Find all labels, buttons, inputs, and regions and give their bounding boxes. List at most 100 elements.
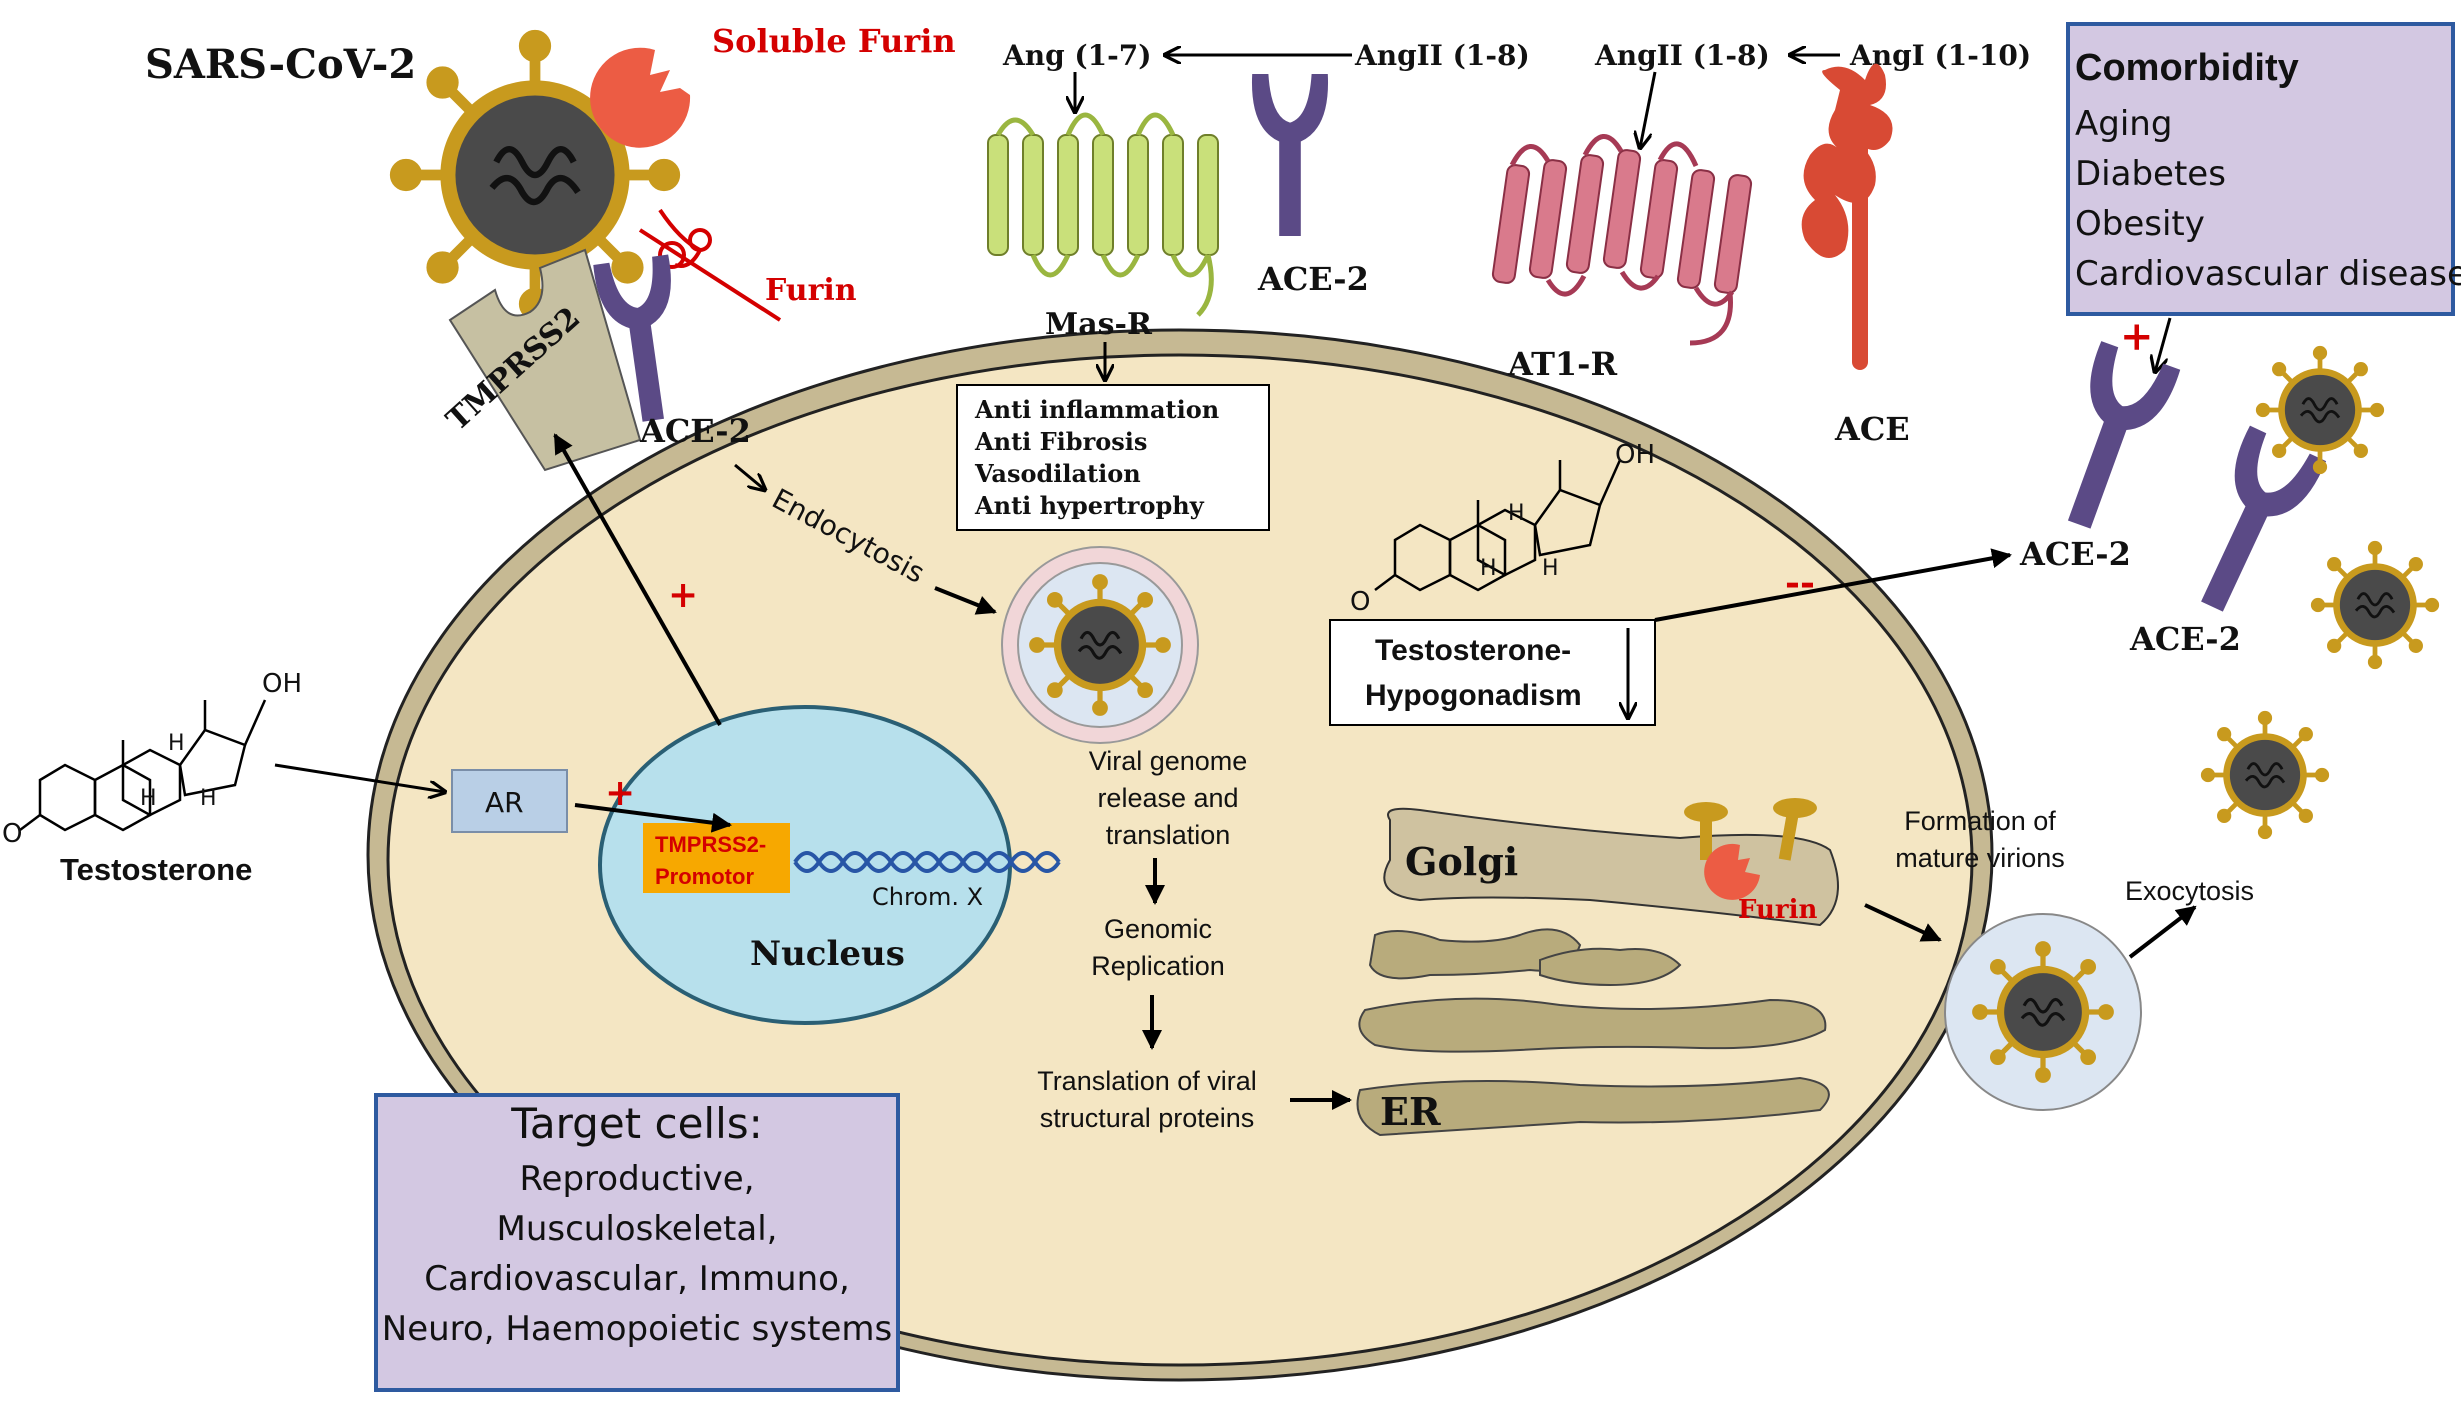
translation-line-0: Translation of viral (1037, 1066, 1257, 1096)
sars-cov2-title: SARS-CoV-2 (145, 41, 416, 88)
target-cells-line-0: Reproductive, (519, 1159, 754, 1199)
hypogonadism-to-ace2-arrow (1654, 548, 2012, 622)
comorbidity-item-1: Diabetes (2075, 154, 2226, 194)
golgi-apparatus (1383, 798, 1839, 927)
angii-right-label: AngII (1-8) (1594, 39, 1770, 72)
ar-plus-sign: + (605, 772, 635, 814)
promoter-line2: Promotor (655, 864, 754, 889)
chrom-x-label: Chrom. X (872, 883, 983, 911)
mas-effect-0: Anti inflammation (974, 395, 1219, 424)
genomic-line-1: Replication (1091, 951, 1225, 981)
h-label-right-1: H (1508, 501, 1525, 526)
target-cells-line-3: Neuro, Haemopoietic systems (382, 1309, 892, 1349)
mas-effect-2: Vasodilation (974, 459, 1141, 488)
soluble-furin-label: Soluble Furin (712, 22, 956, 60)
hypogonadism-line2: Hypogonadism (1365, 679, 1582, 712)
mas-effects-box: Anti inflammation Anti Fibrosis Vasodila… (956, 384, 1270, 531)
hypogonadism-minus-sign: -- (1785, 562, 1815, 604)
angii-left-label: AngII (1-8) (1354, 39, 1530, 72)
ace2-right-receptor-b (2173, 425, 2327, 625)
tmprss2-receptor (448, 248, 642, 472)
o-label-right: O (1350, 587, 1370, 617)
h-label-left-2: H (140, 786, 157, 811)
ace2-entry-label: ACE-2 (639, 412, 751, 450)
target-cells-line-2: Cardiovascular, Immuno, (424, 1259, 850, 1299)
chromosome-x-icon (793, 851, 1061, 873)
virion-right-exocytosed (2203, 713, 2327, 837)
mas-effect-1: Anti Fibrosis (974, 427, 1147, 456)
nucleus-to-tmprss2-arrow (553, 433, 722, 726)
androgen-receptor-box: AR (451, 769, 568, 833)
ace-enzyme (1801, 63, 1893, 370)
furin-membrane-label: Furin (765, 273, 857, 308)
mature-virion-vesicle (1944, 913, 2142, 1111)
comorbidity-item-3: Cardiovascular disease (2075, 254, 2461, 294)
mas-r-receptor (987, 112, 1219, 317)
comorbidity-arrow (2155, 317, 2172, 372)
soluble-furin-icon (590, 47, 691, 148)
endocytosis-arrow (934, 586, 997, 615)
er-label: ER (1380, 1089, 1441, 1134)
h-label-left-1: H (168, 731, 185, 756)
ace2-right-label-a: ACE-2 (2019, 535, 2131, 573)
testosterone-label: Testosterone (60, 852, 252, 887)
oh-label-left: OH (262, 669, 302, 699)
endoplasmic-reticulum (1356, 928, 1830, 1137)
hypogonadism-line1: Testosterone- (1375, 634, 1571, 667)
target-cells-box: Target cells: Reproductive, Musculoskele… (374, 1093, 900, 1392)
nucleus-label: Nucleus (750, 934, 905, 974)
ace2-top-receptor (1251, 74, 1329, 236)
angii-to-at1r-arrow (1640, 71, 1657, 148)
endosome (1001, 546, 1199, 744)
oh-label-right: OH (1615, 440, 1655, 470)
target-cells-line-1: Musculoskeletal, (497, 1209, 778, 1249)
viral-genome-step: Viral genome release and translation (1089, 746, 1248, 850)
hypogonadism-box: Testosterone- Hypogonadism (1329, 619, 1656, 726)
formation-line-0: Formation of (1904, 806, 2056, 836)
formation-step: Formation of mature virions (1895, 806, 2065, 873)
translation-line-1: structural proteins (1040, 1103, 1255, 1133)
target-cells-title: Target cells: (510, 1099, 763, 1148)
h-label-right-2: H (1480, 556, 1497, 581)
ace-label: ACE (1834, 410, 1910, 448)
mas-effect-3: Anti hypertrophy (974, 491, 1205, 520)
ace2-top-label: ACE-2 (1257, 260, 1369, 298)
o-label-left: O (2, 819, 22, 849)
h-label-left-3: H (200, 786, 217, 811)
virion-right-mid (2313, 543, 2437, 667)
tmprss2-plus-sign: + (668, 574, 698, 616)
testosterone-to-ar-arrow (274, 763, 445, 792)
viral-genome-line-1: release and (1097, 783, 1238, 813)
at1-r-label: AT1-R (1507, 345, 1617, 383)
ace2-right-receptor-a (2039, 340, 2181, 540)
viral-genome-line-2: translation (1106, 820, 1231, 850)
ace2-right-label-b: ACE-2 (2129, 620, 2241, 658)
viral-genome-line-0: Viral genome (1089, 746, 1248, 776)
virion-right-top (2258, 348, 2382, 472)
formation-line-1: mature virions (1895, 843, 2065, 873)
comorbidity-title: Comorbidity (2075, 47, 2299, 89)
ar-label: AR (485, 786, 524, 819)
translation-step: Translation of viral structural proteins (1037, 1066, 1257, 1133)
golgi-furin-icon (1704, 843, 1760, 900)
comorbidity-plus-sign: + (2120, 313, 2154, 360)
tmprss2-promoter-box: TMPRSS2- Promotor (643, 823, 790, 893)
comorbidity-item-2: Obesity (2075, 204, 2205, 244)
golgi-furin-label: Furin (1738, 895, 1817, 925)
ar-to-promoter-arrow (574, 803, 732, 833)
furin-scissors-icon (638, 208, 782, 322)
at1-r-receptor (1491, 134, 1753, 346)
ang17-label: Ang (1-7) (1002, 39, 1152, 72)
comorbidity-box: Comorbidity Aging Diabetes Obesity Cardi… (2066, 22, 2461, 316)
ace2-to-endocytosis-arrow (734, 463, 765, 490)
testosterone-structure-right (1374, 459, 1622, 592)
mas-r-label: Mas-R (1045, 307, 1153, 342)
exocytosis-arrow (2128, 905, 2197, 959)
golgi-to-vesicle-arrow (1864, 903, 1942, 942)
exocytosis-label: Exocytosis (2125, 876, 2254, 906)
testosterone-structure-left (19, 699, 267, 832)
golgi-label: Golgi (1405, 839, 1518, 884)
h-label-right-3: H (1542, 556, 1559, 581)
promoter-line1: TMPRSS2- (655, 832, 766, 857)
